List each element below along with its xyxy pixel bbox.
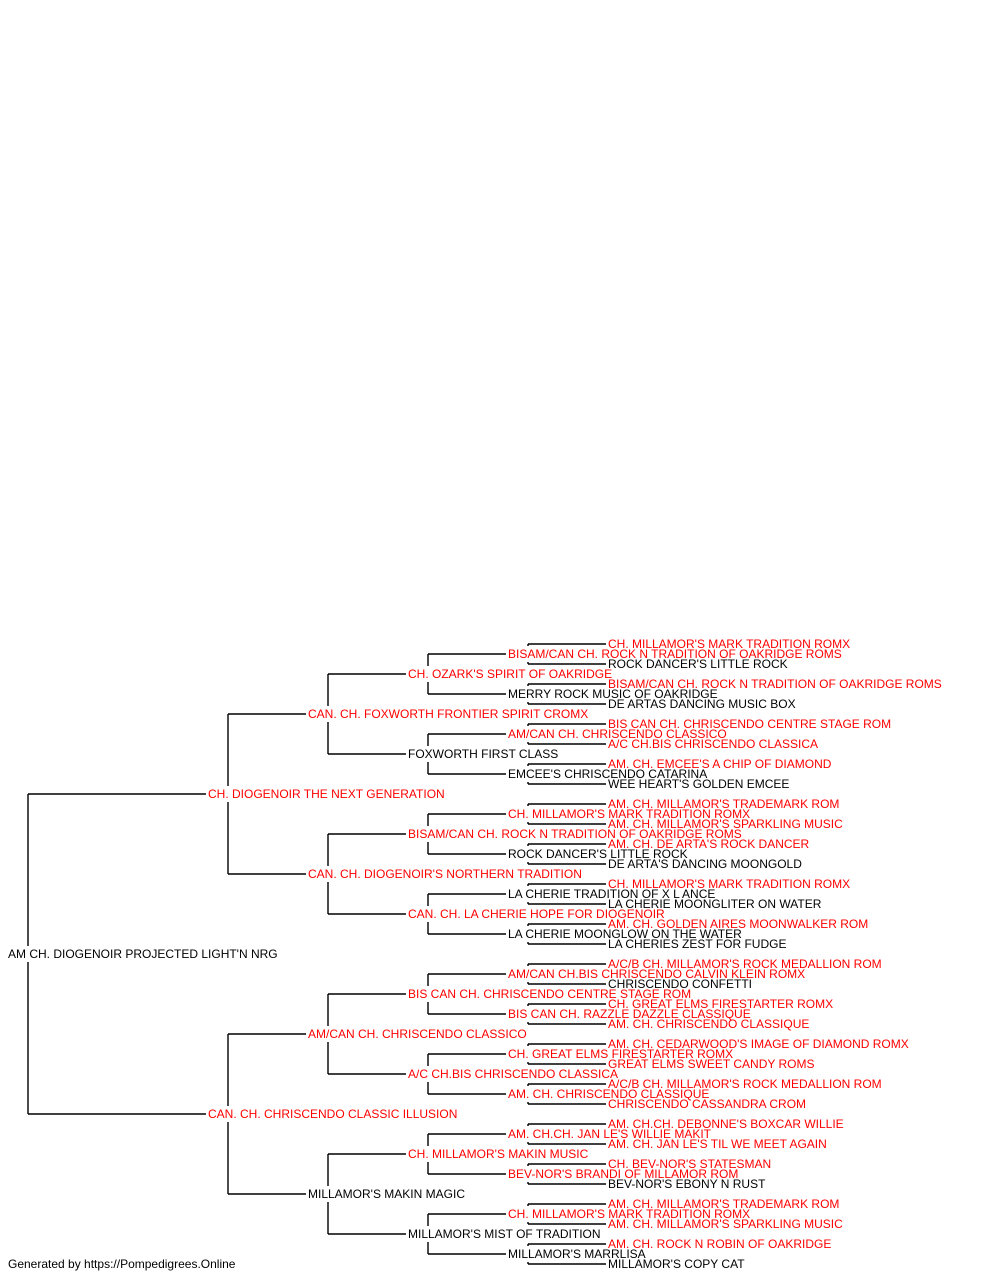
ancestor-name: GREAT ELMS SWEET CANDY ROMS [608,1057,814,1071]
ancestor-name: BEV-NOR'S EBONY N RUST [608,1177,766,1191]
footer-credit: Generated by https://Pompedigrees.Online [8,1257,236,1271]
subject-dog-name: AM CH. DIOGENOIR PROJECTED LIGHT'N NRG [8,947,278,961]
ancestor-name: CH. GREAT ELMS FIRESTARTER ROMX [608,997,833,1011]
ancestor-name: MERRY ROCK MUSIC OF OAKRIDGE [508,687,718,701]
ancestor-name: LA CHERIE MOONGLITER ON WATER [608,897,822,911]
ancestor-name: CH. GREAT ELMS FIRESTARTER ROMX [508,1047,733,1061]
ancestor-name: AM/CAN CH. CHRISCENDO CLASSICO [508,727,727,741]
ancestor-name: CH. BEV-NOR'S STATESMAN [608,1157,771,1171]
ancestor-name: WEE HEART'S GOLDEN EMCEE [608,777,789,791]
ancestor-name: EMCEE'S CHRISCENDO CATARINA [508,767,707,781]
ancestor-name: CAN. CH. LA CHERIE HOPE FOR DIOGENOIR [408,907,665,921]
ancestor-name: BISAM/CAN CH. ROCK N TRADITION OF OAKRID… [508,647,842,661]
ancestor-name: LA CHERIES ZEST FOR FUDGE [608,937,786,951]
ancestor-name: CH. MILLAMOR'S MARK TRADITION ROMX [608,877,850,891]
ancestor-name: CH. MILLAMOR'S MARK TRADITION ROMX [508,1207,750,1221]
ancestor-name: CH. OZARK'S SPIRIT OF OAKRIDGE [408,667,612,681]
ancestor-name: A/C CH.BIS CHRISCENDO CLASSICA [408,1067,618,1081]
ancestor-name: MILLAMOR'S COPY CAT [608,1257,745,1271]
ancestor-name: CAN. CH. DIOGENOIR'S NORTHERN TRADITION [308,867,582,881]
ancestor-name: CAN. CH. CHRISCENDO CLASSIC ILLUSION [208,1107,457,1121]
ancestor-name: ROCK DANCER'S LITTLE ROCK [508,847,688,861]
ancestor-name: CHRISCENDO CASSANDRA CROM [608,1097,806,1111]
ancestor-name: AM/CAN CH. CHRISCENDO CLASSICO [308,1027,527,1041]
ancestor-name: AM. CH.CH. JAN LE'S WILLIE MAKIT [508,1127,712,1141]
ancestor-name: LA CHERIE MOONGLOW ON THE WATER [508,927,742,941]
ancestor-name: CH. MILLAMOR'S MAKIN MUSIC [408,1147,589,1161]
ancestor-name: DE ARTAS DANCING MUSIC BOX [608,697,796,711]
ancestor-name: CH. MILLAMOR'S MARK TRADITION ROMX [608,637,850,651]
ancestor-name: FOXWORTH FIRST CLASS [408,747,558,761]
ancestor-name: BEV-NOR'S BRANDI OF MILLAMOR ROM [508,1167,738,1181]
ancestor-name: ROCK DANCER'S LITTLE ROCK [608,657,788,671]
ancestor-name: CAN. CH. FOXWORTH FRONTIER SPIRIT CROMX [308,707,588,721]
ancestor-name: AM. CH. MILLAMOR'S SPARKLING MUSIC [608,1217,843,1231]
ancestor-name: AM. CH. MILLAMOR'S SPARKLING MUSIC [608,817,843,831]
ancestor-name: AM. CH.CH. DEBONNE'S BOXCAR WILLIE [608,1117,844,1131]
ancestor-name: MILLAMOR'S MARRLISA [508,1247,646,1261]
ancestor-name: BISAM/CAN CH. ROCK N TRADITION OF OAKRID… [608,677,942,691]
ancestor-name: AM. CH. ROCK N ROBIN OF OAKRIDGE [608,1237,831,1251]
ancestor-name: AM/CAN CH.BIS CHRISCENDO CALVIN KLEIN RO… [508,967,805,981]
ancestor-name: AM. CH. CHRISCENDO CLASSIQUE [608,1017,809,1031]
ancestor-name: AM. CH. GOLDEN AIRES MOONWALKER ROM [608,917,868,931]
ancestor-name: AM. CH. JAN LE'S TIL WE MEET AGAIN [608,1137,827,1151]
ancestor-name: AM. CH. MILLAMOR'S TRADEMARK ROM [608,797,839,811]
ancestor-name: CH. MILLAMOR'S MARK TRADITION ROMX [508,807,750,821]
ancestor-name: BIS CAN CH. RAZZLE DAZZLE CLASSIQUE [508,1007,751,1021]
ancestor-name: AM. CH. MILLAMOR'S TRADEMARK ROM [608,1197,839,1211]
ancestor-name: AM. CH. CEDARWOOD'S IMAGE OF DIAMOND ROM… [608,1037,909,1051]
ancestor-name: BIS CAN CH. CHRISCENDO CENTRE STAGE ROM [608,717,891,731]
ancestor-name: CH. DIOGENOIR THE NEXT GENERATION [208,787,445,801]
ancestor-name: AM. CH. DE ARTA'S ROCK DANCER [608,837,810,851]
ancestor-name: AM. CH. EMCEE'S A CHIP OF DIAMOND [608,757,832,771]
ancestor-name: AM. CH. CHRISCENDO CLASSIQUE [508,1087,709,1101]
ancestor-name: A/C/B CH. MILLAMOR'S ROCK MEDALLION ROM [608,1077,882,1091]
ancestor-name: LA CHERIE TRADITION OF X L ANCE [508,887,715,901]
ancestor-name: A/C CH.BIS CHRISCENDO CLASSICA [608,737,818,751]
ancestor-name: MILLAMOR'S MAKIN MAGIC [308,1187,465,1201]
ancestor-name: BIS CAN CH. CHRISCENDO CENTRE STAGE ROM [408,987,691,1001]
ancestor-name: A/C/B CH. MILLAMOR'S ROCK MEDALLION ROM [608,957,882,971]
ancestor-name: MILLAMOR'S MIST OF TRADITION [408,1227,601,1241]
ancestor-name: DE ARTA'S DANCING MOONGOLD [608,857,802,871]
ancestor-name: BISAM/CAN CH. ROCK N TRADITION OF OAKRID… [408,827,742,841]
ancestor-name: CHRISCENDO CONFETTI [608,977,752,991]
